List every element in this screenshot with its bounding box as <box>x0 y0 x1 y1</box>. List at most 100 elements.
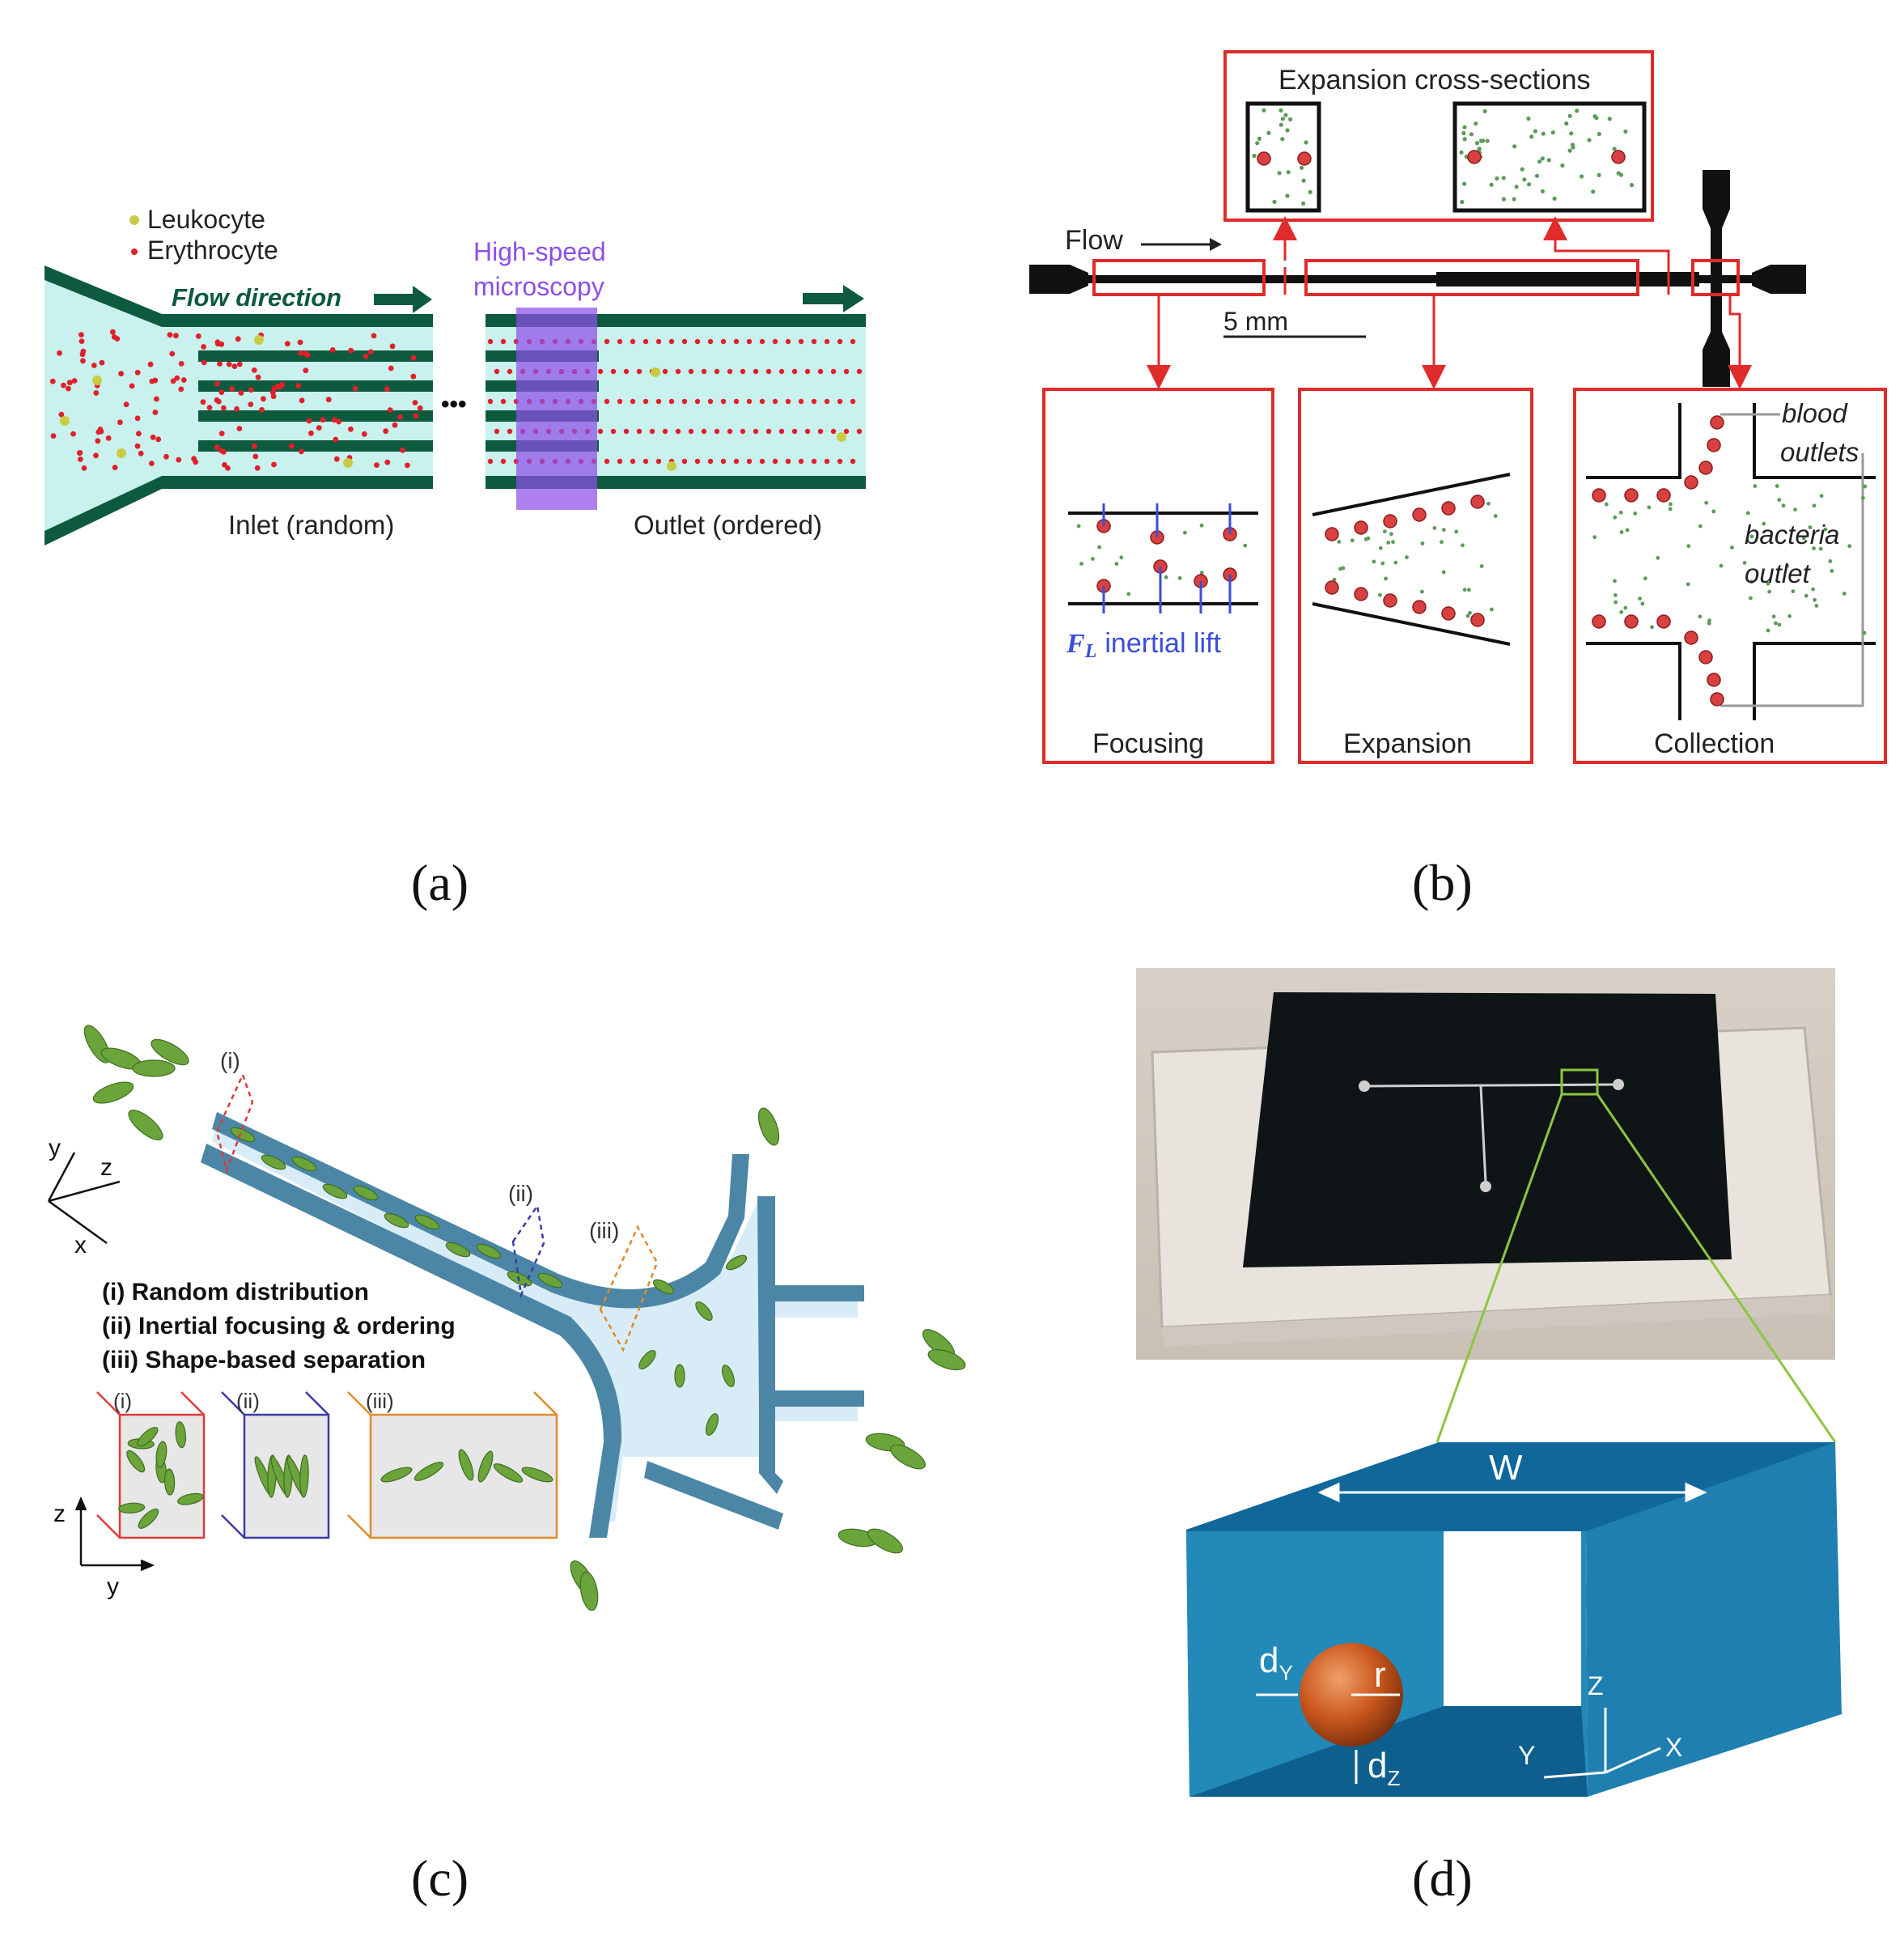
expansion-cross-sections-box <box>1223 50 1654 222</box>
erythrocyte <box>163 453 169 460</box>
wall <box>1586 642 1681 720</box>
particle <box>1462 125 1467 129</box>
blood-cell <box>1656 614 1671 629</box>
erythrocyte <box>727 428 733 435</box>
erythrocyte <box>58 411 65 418</box>
particle <box>1791 589 1796 593</box>
blood-cell <box>1354 587 1368 601</box>
erythrocyte <box>694 398 701 405</box>
erythrocyte <box>348 426 354 432</box>
x-axis <box>48 1199 108 1245</box>
blood-cell <box>1684 630 1698 645</box>
erythrocyte <box>284 341 290 347</box>
device-photo <box>1136 968 1835 1360</box>
particle <box>1286 170 1291 175</box>
particle <box>1441 570 1446 575</box>
particle <box>1552 196 1557 201</box>
particle <box>1474 141 1480 146</box>
erythrocyte <box>759 458 765 465</box>
blood-cell <box>1624 614 1639 629</box>
callout-connectors <box>1147 216 1752 389</box>
particle <box>1753 484 1758 488</box>
erythrocyte <box>236 426 243 431</box>
particle <box>1640 601 1645 606</box>
erythrocyte <box>610 428 617 435</box>
expansion-wall-bottom <box>1312 602 1511 646</box>
erythrocyte <box>630 398 636 405</box>
erythrocyte <box>824 338 830 345</box>
axis-z-label: z <box>100 1154 112 1181</box>
cell <box>458 1449 474 1481</box>
leukocyte-label: Leukocyte <box>147 205 265 234</box>
erythrocyte <box>279 381 286 388</box>
z-axis <box>48 1180 121 1203</box>
blood-cell <box>1707 673 1721 687</box>
erythrocyte <box>746 398 753 405</box>
erythrocyte <box>410 373 417 380</box>
inlet-channel-walls <box>198 350 433 452</box>
erythrocyte <box>155 436 162 443</box>
collection-box <box>1573 388 1887 764</box>
box-edge <box>221 1514 245 1539</box>
particle <box>1467 588 1471 592</box>
erythrocyte <box>138 450 144 456</box>
particle <box>1514 185 1519 189</box>
particle <box>1862 630 1867 635</box>
particle <box>1686 544 1691 549</box>
particle <box>1512 197 1516 202</box>
erythrocyte <box>93 390 100 396</box>
particle <box>1707 618 1711 623</box>
erythrocyte <box>412 400 418 405</box>
inlet-label: Inlet (random) <box>228 510 394 540</box>
erythrocyte <box>234 405 240 412</box>
erythrocyte <box>299 448 304 455</box>
collection-highlight <box>1691 259 1740 296</box>
inlet-upper-wall <box>45 265 433 327</box>
particle <box>1777 498 1782 502</box>
erythrocyte <box>348 347 354 354</box>
erythrocyte <box>333 436 339 443</box>
focusing-highlight <box>1092 259 1266 296</box>
particle <box>1793 507 1797 512</box>
erythrocyte <box>487 398 494 405</box>
particle <box>1592 535 1597 540</box>
cell <box>579 1571 599 1611</box>
width-arrow-right <box>1685 1482 1707 1503</box>
erythrocyte <box>714 428 720 435</box>
inertial-lift-text: inertial lift <box>1105 628 1221 659</box>
outlet-port-top <box>1703 170 1730 275</box>
caption-a: (a) <box>411 854 469 911</box>
erythrocyte <box>720 338 727 345</box>
box-edge <box>305 1391 329 1416</box>
erythrocyte <box>707 458 714 465</box>
erythrocyte-label: Erythrocyte <box>147 236 278 265</box>
erythrocyte <box>384 386 390 393</box>
particle <box>1618 510 1623 515</box>
particle <box>1613 593 1618 597</box>
leukocyte <box>837 432 846 442</box>
particle <box>1704 500 1709 505</box>
cell <box>757 1107 780 1146</box>
particle <box>1378 592 1382 597</box>
particle <box>1091 557 1095 561</box>
cell <box>322 1183 348 1199</box>
erythrocyte <box>170 378 176 384</box>
focusing-label: Focusing <box>1092 728 1204 759</box>
blood-cell <box>1656 488 1671 503</box>
erythrocyte-legend: Erythrocyte <box>131 236 278 265</box>
particle <box>1383 529 1387 533</box>
cell <box>414 1214 440 1230</box>
particle <box>1633 512 1638 516</box>
erythrocyte <box>80 348 87 354</box>
particle <box>1749 534 1754 539</box>
particle <box>1668 507 1673 512</box>
high-speed-microscopy-window <box>516 308 597 510</box>
panel-a: Leukocyte Erythrocyte Flow direction ••• <box>45 205 866 911</box>
erythrocyte <box>271 461 277 468</box>
erythrocyte <box>218 431 225 436</box>
erythrocyte <box>604 398 610 405</box>
erythrocyte <box>238 390 244 396</box>
particle <box>1614 600 1618 605</box>
